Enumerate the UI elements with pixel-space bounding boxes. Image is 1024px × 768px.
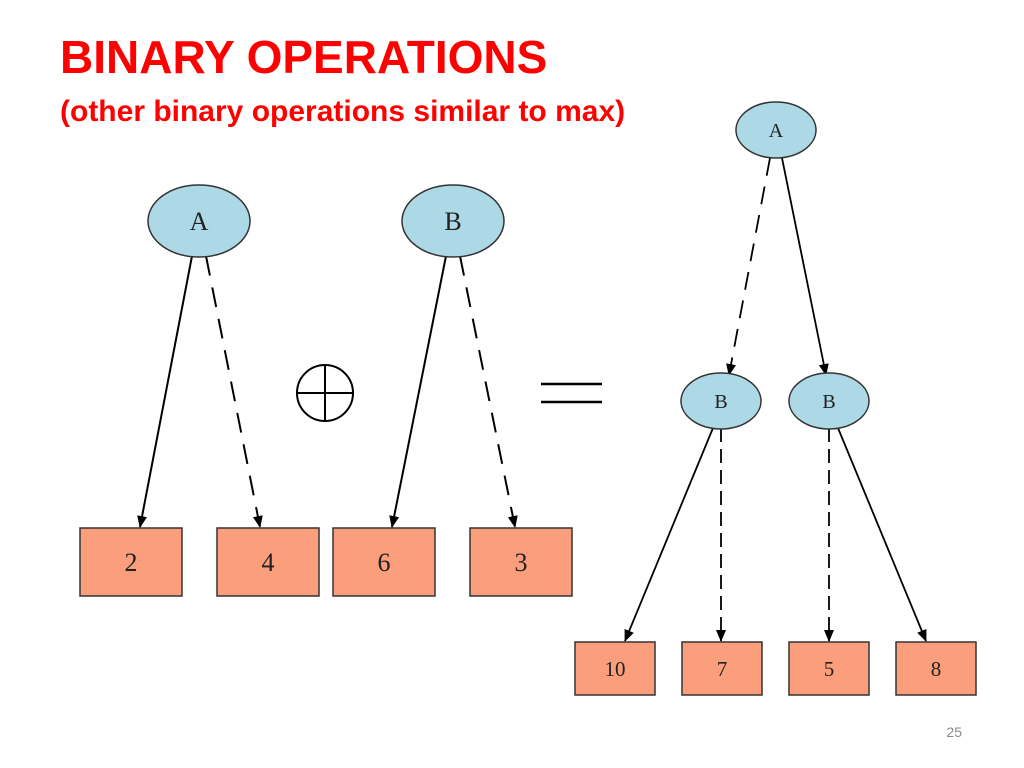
circled-plus-icon <box>296 364 354 422</box>
result-node-b-right-label: B <box>822 391 835 413</box>
slide-title: BINARY OPERATIONS <box>60 31 548 83</box>
node-label-a: A <box>190 207 209 236</box>
result-terminal-label-7: 7 <box>717 657 728 681</box>
result-terminal-7: 7 <box>681 641 763 696</box>
result-terminal-label-8: 8 <box>931 657 942 681</box>
result-root-label: A <box>769 120 784 142</box>
result-diagram: A B B 10 7 5 <box>574 101 977 696</box>
edge-left-b-to-10-solid <box>624 427 714 642</box>
edge-a-to-left-b-dashed <box>726 157 771 376</box>
terminal-label-4: 4 <box>262 548 275 577</box>
result-terminal-label-5: 5 <box>824 657 835 681</box>
decision-node-b: B <box>401 184 505 258</box>
edge-a-to-4-dashed <box>205 255 263 528</box>
result-terminal-label-10: 10 <box>605 657 626 681</box>
right-operand-diagram: B 6 3 <box>332 184 573 597</box>
result-node-b-right: B <box>788 372 870 430</box>
terminal-node-4: 4 <box>216 527 320 597</box>
result-node-b-left-label: B <box>714 391 727 413</box>
result-root-node-a: A <box>735 101 817 159</box>
equals-icon <box>541 382 602 404</box>
terminal-node-2: 2 <box>79 527 183 597</box>
left-operand-diagram: A 2 4 <box>79 184 320 597</box>
terminal-label-2: 2 <box>125 548 138 577</box>
edge-b-to-6-solid <box>389 255 447 528</box>
terminal-label-6: 6 <box>378 548 391 577</box>
edge-right-b-to-8-solid <box>837 427 927 642</box>
result-terminal-5: 5 <box>788 641 870 696</box>
result-node-b-left: B <box>680 372 762 430</box>
edge-a-to-right-b-solid <box>781 157 829 376</box>
terminal-label-3: 3 <box>515 548 528 577</box>
result-terminal-8: 8 <box>895 641 977 696</box>
terminal-node-3: 3 <box>469 527 573 597</box>
node-label-b: B <box>444 207 461 236</box>
terminal-node-6: 6 <box>332 527 436 597</box>
edge-a-to-2-solid <box>137 255 193 528</box>
page-number: 25 <box>946 724 962 740</box>
result-terminal-10: 10 <box>574 641 656 696</box>
edge-b-to-3-dashed <box>459 255 518 528</box>
slide-subtitle: (other binary operations similar to max) <box>60 95 626 128</box>
decision-node-a: A <box>147 184 251 258</box>
